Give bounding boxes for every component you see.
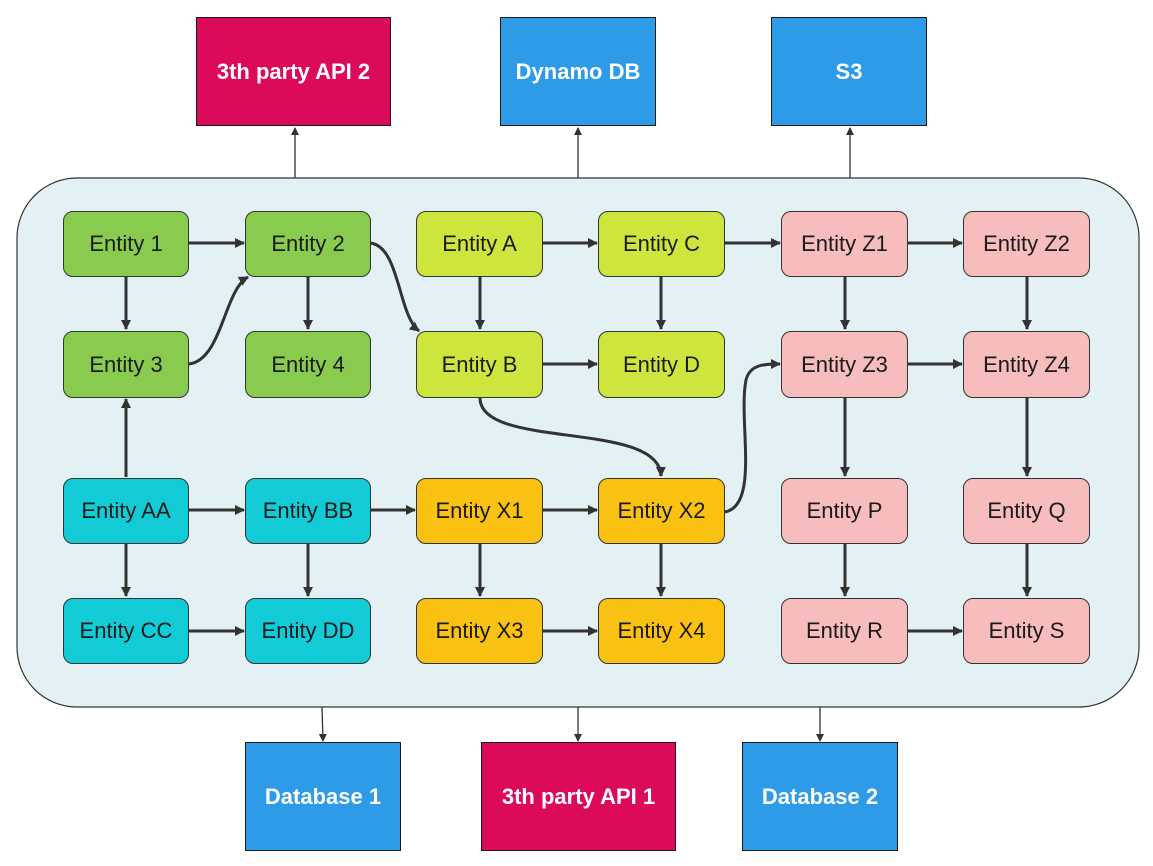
arrow-eb-x2 (478, 397, 666, 477)
entity-z2: Entity Z2 (963, 211, 1090, 277)
entity-r: Entity R (781, 598, 908, 664)
entity-x3: Entity X3 (416, 598, 543, 664)
entity-x4: Entity X4 (598, 598, 725, 664)
entity-s: Entity S (963, 598, 1090, 664)
arrow-e3-e2 (188, 275, 249, 366)
external-api-2: 3th party API 2 (196, 17, 391, 126)
entity-a: Entity A (416, 211, 543, 277)
entity-3: Entity 3 (63, 331, 189, 398)
entity-z1: Entity Z1 (781, 211, 908, 277)
entity-q: Entity Q (963, 478, 1090, 544)
entity-d: Entity D (598, 331, 725, 398)
external-database-2: Database 2 (742, 742, 898, 851)
entity-aa: Entity AA (63, 478, 189, 544)
external-database-1: Database 1 (245, 742, 401, 851)
external-api-1: 3th party API 1 (481, 742, 676, 851)
entity-cc: Entity CC (63, 598, 189, 664)
arrow-e2-eb (370, 241, 421, 333)
entity-bb: Entity BB (245, 478, 371, 544)
entity-b: Entity B (416, 331, 543, 398)
entity-p: Entity P (781, 478, 908, 544)
arrow-x2-z3 (724, 359, 781, 514)
external-dynamo-db: Dynamo DB (500, 17, 656, 126)
entity-2: Entity 2 (245, 211, 371, 277)
entity-dd: Entity DD (245, 598, 371, 664)
entity-z3: Entity Z3 (781, 331, 908, 398)
entity-z4: Entity Z4 (963, 331, 1090, 398)
arrow-to-database-1 (318, 706, 327, 742)
entity-1: Entity 1 (63, 211, 189, 277)
entity-x2: Entity X2 (598, 478, 725, 544)
external-s3: S3 (771, 17, 927, 126)
entity-c: Entity C (598, 211, 725, 277)
entity-x1: Entity X1 (416, 478, 543, 544)
entity-4: Entity 4 (245, 331, 371, 398)
